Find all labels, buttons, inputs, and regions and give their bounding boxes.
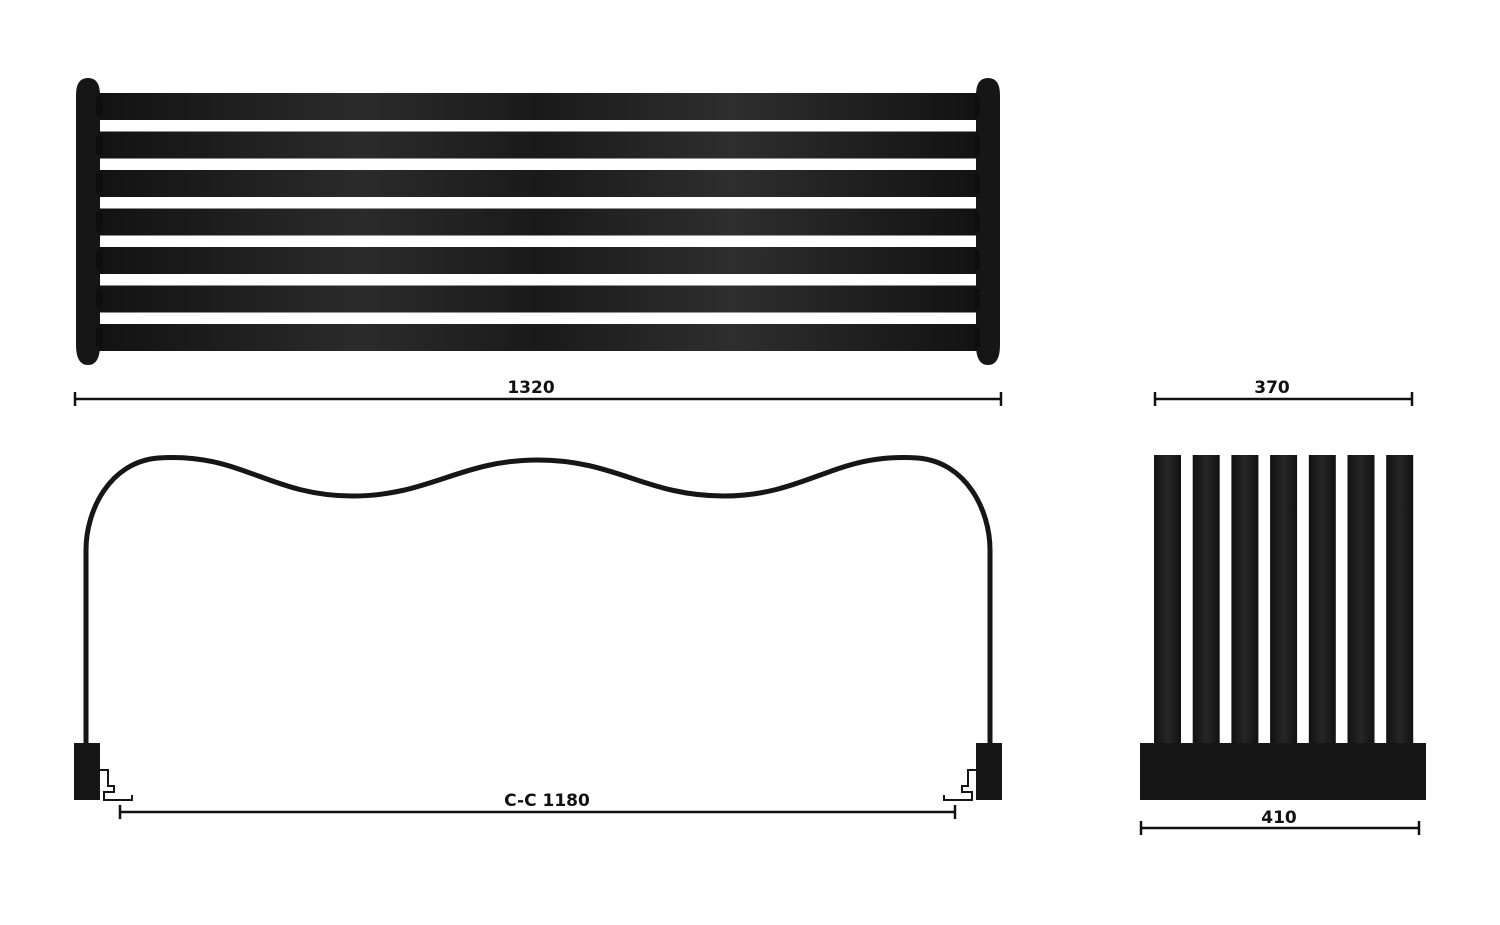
- center-to-center-label: C-C 1180: [504, 791, 590, 811]
- front-bar: [98, 170, 978, 197]
- side-bar: [1347, 455, 1375, 747]
- dimension-overall-width: 1320: [73, 378, 1003, 406]
- right-header-collector: [976, 78, 1000, 365]
- dimension-depth-top: 370: [1153, 378, 1414, 406]
- side-bar: [1192, 455, 1220, 747]
- bar-connector: [96, 328, 102, 347]
- bar-connector: [974, 212, 980, 232]
- left-bracket-clip: [100, 769, 133, 801]
- right-bracket-clip: [943, 769, 976, 801]
- depth-top-label: 370: [1254, 378, 1290, 398]
- side-bar: [1386, 455, 1414, 747]
- bar-connector: [96, 251, 102, 270]
- right-bracket: [976, 743, 1002, 800]
- front-bar: [98, 324, 978, 351]
- side-base-collector: [1140, 743, 1426, 800]
- depth-bottom-label: 410: [1261, 808, 1297, 828]
- bar-connector: [96, 212, 102, 232]
- dimension-depth-bottom: 410: [1139, 808, 1421, 835]
- bar-connector: [974, 174, 980, 193]
- wavy-bar-profile: [83, 454, 993, 748]
- side-bar: [1270, 455, 1298, 747]
- front-view: [76, 78, 1000, 365]
- bar-connector: [974, 328, 980, 347]
- front-bar: [98, 285, 978, 313]
- front-bar: [98, 131, 978, 159]
- side-bar: [1154, 455, 1181, 747]
- bar-connector: [96, 97, 102, 116]
- bar-connector: [974, 135, 980, 155]
- side-bar: [1308, 455, 1336, 747]
- dimension-center-to-center: C-C 1180: [118, 791, 957, 819]
- side-view: [1140, 455, 1426, 800]
- bar-connector: [974, 289, 980, 309]
- front-horizontal-bars: [96, 93, 980, 351]
- front-bar: [98, 93, 978, 120]
- top-view: [74, 454, 1002, 801]
- bar-connector: [974, 251, 980, 270]
- left-bracket: [74, 743, 100, 800]
- front-bar: [98, 208, 978, 236]
- side-bar: [1231, 455, 1259, 747]
- overall-width-label: 1320: [507, 378, 554, 398]
- side-vertical-bars: [1154, 455, 1414, 747]
- bar-connector: [974, 97, 980, 116]
- bar-connector: [96, 135, 102, 155]
- left-header-collector: [76, 78, 100, 365]
- bar-connector: [96, 174, 102, 193]
- bar-connector: [96, 289, 102, 309]
- front-bar: [98, 247, 978, 274]
